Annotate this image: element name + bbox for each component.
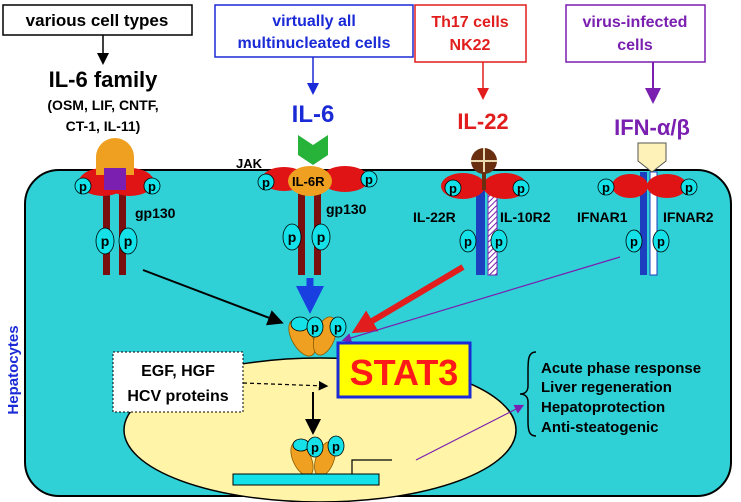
phospho-p: p [459,229,477,253]
arrow-il22-to-stat3 [351,264,465,334]
svg-text:p: p [464,234,472,249]
svg-text:p: p [262,175,270,190]
il6r-label: IL-6R [292,174,325,189]
ifn-label: IFN-α/β [614,115,690,140]
svg-text:p: p [288,229,297,245]
svg-text:p: p [334,320,342,335]
dna-bar [232,473,380,486]
th17-box [414,4,527,63]
gp130-left-label: gp130 [135,205,176,221]
multinucleated-line1: virtually all [272,13,356,30]
svg-text:p: p [148,179,156,194]
svg-text:p: p [124,233,133,249]
phospho-markers: p p p p p p p p p p p p p p p p [74,170,698,255]
arrow-to-outcomes [415,404,525,461]
phospho-p: p [257,173,275,191]
phospho-p: p [625,229,643,253]
jak-label: JAK [236,156,263,171]
svg-text:p: p [79,179,87,194]
phospho-p: p [490,229,508,253]
receptor-red-oval [647,174,687,198]
svg-text:p: p [517,181,525,196]
phospho-p: p [118,227,138,255]
receptor-red-oval [612,174,648,198]
svg-text:p: p [317,229,326,245]
phospho-p: p [311,223,331,251]
virus-line2: cells [617,37,653,54]
inducers-box [112,351,244,413]
svg-text:p: p [311,440,319,455]
phospho-p: p [74,177,92,195]
virus-infected-box [565,4,706,63]
outcome-item: Anti-steatogenic [541,419,659,436]
stat3-label: STAT3 [350,352,459,393]
hepatocytes-label: Hepatocytes [5,325,22,414]
ifnar2-label: IFNAR2 [663,209,714,225]
il6-family-members-2: CT-1, IL-11) [66,118,141,134]
gp130-mid-label: gp130 [326,201,367,217]
ligand-green-chevron [298,135,328,165]
il6-family-title: IL-6 family [49,67,159,92]
il22-label: IL-22 [457,109,508,134]
various-cell-types-box [2,4,193,36]
il6-family-members-1: (OSM, LIF, CNTF, [47,97,158,113]
svg-text:p: p [311,320,319,335]
multinucleated-line2: multinucleated cells [238,35,391,52]
outcomes-bracket [519,351,537,437]
various-cell-types-label: various cell types [26,11,169,30]
outcome-item: Liver regeneration [541,379,672,396]
il6r-orange [288,166,332,196]
svg-text:p: p [495,234,503,249]
phospho-p: p [282,223,302,251]
arrow-gp130-to-stat3 [142,269,284,326]
arrow-ifnar-to-stat3 [341,256,621,343]
svg-text:p: p [602,180,610,195]
svg-text:p: p [685,180,693,195]
il22r-label: IL-22R [413,209,456,225]
svg-text:p: p [449,181,457,196]
inducers-line1: EGF, HGF [141,363,215,380]
stat3-dimer-cytoplasm: p p [288,316,347,357]
phospho-p: p [512,179,530,197]
th17-line2: NK22 [450,37,491,54]
ligand-purple-square [104,168,126,190]
phospho-p: p [95,227,115,255]
il10r2-label: IL-10R2 [500,209,551,225]
th17-line1: Th17 cells [431,14,508,31]
multinucleated-box [214,4,414,58]
stat3-box [336,341,472,399]
outcome-item: Acute phase response [541,360,701,377]
virus-line1: virus-infected [583,14,688,31]
phospho-p: p [360,170,378,188]
svg-text:p: p [657,234,665,249]
outcomes-list: Acute phase response Liver regeneration … [541,360,701,436]
receptor-ifnar [612,142,687,276]
svg-text:p: p [101,233,110,249]
phospho-p: p [444,179,462,197]
phospho-p: p [652,229,670,253]
outcome-item: Hepatoprotection [541,399,665,416]
inducers-line2: HCV proteins [127,388,228,405]
phospho-p: p [143,177,161,195]
phospho-p: p [680,178,698,196]
ligand-orange-dome [96,138,134,175]
svg-text:p: p [332,439,340,454]
receptor-red-oval [321,166,369,192]
phospho-p: p [597,178,615,196]
il6-label: IL-6 [292,101,335,128]
svg-text:p: p [365,172,373,187]
ifnar1-label: IFNAR1 [577,209,628,225]
transcription-arrow [351,459,392,474]
svg-text:p: p [630,234,638,249]
ligand-beige-pentagon [637,142,667,173]
